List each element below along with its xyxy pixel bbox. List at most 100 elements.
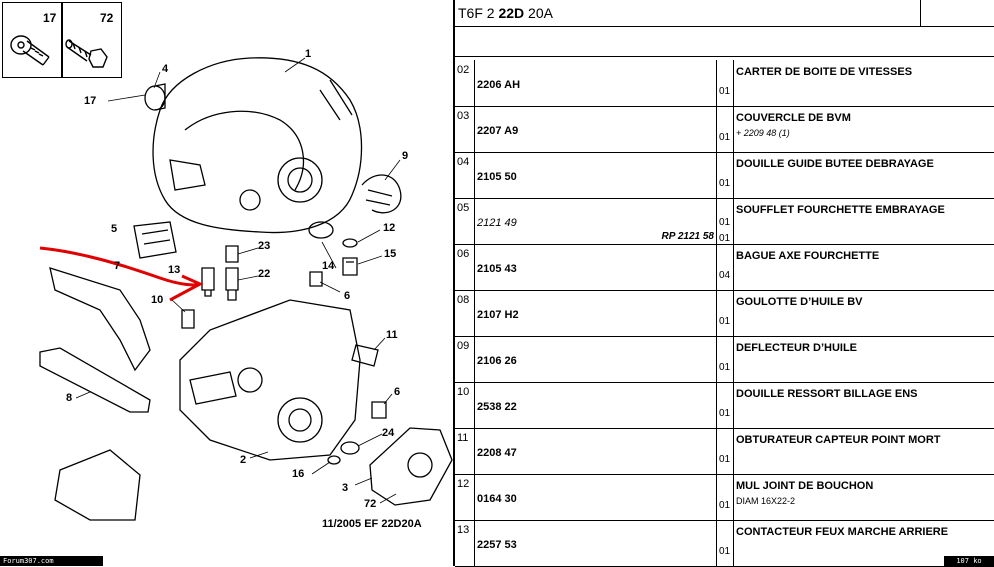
description-cell: DEFLECTEUR D’HUILE [734, 336, 994, 382]
diagram-date-code: 11/2005 EF 22D20A [322, 518, 422, 530]
oil-deflector-drawing [361, 174, 402, 214]
part-reference-cell: 2105 50 [475, 152, 717, 198]
item-number-cell: 04 [455, 152, 475, 198]
part-reference: 2107 H2 [477, 309, 519, 321]
item-number-cell: 12 [455, 474, 475, 520]
part-reference-cell: 2538 22 [475, 382, 717, 428]
part-reference-cell: 0164 30 [475, 474, 717, 520]
lower-casing-drawing [179, 299, 361, 461]
callout-12: 12 [383, 222, 396, 234]
parts-subheader [455, 26, 994, 57]
callout-2: 2 [240, 454, 247, 466]
item-number: 08 [457, 294, 470, 306]
part-description: DEFLECTEUR D’HUILE [736, 342, 857, 354]
description-cell: MUL JOINT DE BOUCHON DIAM 16X22-2 [734, 474, 994, 520]
fastener-thumbnails: 17 72 [2, 2, 122, 78]
thumb-label-72: 72 [98, 11, 116, 25]
callout-8: 8 [66, 392, 73, 404]
part-reference-cell: 2206 AH [475, 60, 717, 106]
item-number-cell: 05 [455, 198, 475, 244]
gearbox-exploded-view [39, 57, 453, 521]
part-reference: 2105 43 [477, 263, 517, 275]
quantity: 01 [719, 546, 731, 557]
plug-16-drawing [327, 455, 341, 465]
callout-7: 7 [114, 260, 121, 272]
fastener-drawings [10, 35, 108, 68]
header-divider [920, 0, 921, 26]
breather-drawing [342, 257, 358, 276]
quantity: 01 [719, 132, 731, 143]
quantity-cell: 01 [717, 382, 734, 428]
item-number: 10 [457, 386, 470, 398]
quantity: 01 [719, 316, 731, 327]
callout-72: 72 [364, 498, 377, 510]
gearbox-code-title: T6F 2 22D 20A [458, 5, 553, 21]
part-description: MUL JOINT DE BOUCHON [736, 480, 874, 492]
part-description: DOUILLE RESSORT BILLAGE ENS [736, 388, 918, 400]
description-cell: COUVERCLE DE BVM+ 2209 48 (1) [734, 106, 994, 152]
item-number: 04 [457, 156, 470, 168]
part-reference: 2121 49 [477, 217, 517, 229]
panel-divider [453, 0, 455, 566]
callout-5: 5 [111, 223, 118, 235]
item-number-cell: 11 [455, 428, 475, 474]
exploded-diagram-panel: 17 72 [0, 0, 453, 566]
part-description: BAGUE AXE FOURCHETTE [736, 250, 880, 262]
description-cell: OBTURATEUR CAPTEUR POINT MORT [734, 428, 994, 474]
quantity: 01 [719, 454, 731, 465]
part-reference-cell: 2208 47 [475, 428, 717, 474]
part-reference: 0164 30 [477, 493, 517, 505]
callout-14: 14 [322, 260, 335, 272]
quantity-cell: 01 [717, 152, 734, 198]
callout-1: 1 [305, 48, 312, 60]
callout-13: 13 [168, 264, 181, 276]
description-cell: BAGUE AXE FOURCHETTE [734, 244, 994, 290]
item-number: 12 [457, 478, 470, 490]
part-reference-cell: 2107 H2 [475, 290, 717, 336]
quantity: 04 [719, 270, 731, 281]
part-reference: 2538 22 [477, 401, 517, 413]
callout-3: 3 [342, 482, 349, 494]
callout-9: 9 [402, 150, 409, 162]
part-reference-cell: 2257 53 [475, 520, 717, 566]
sleeve-23-drawing [225, 245, 239, 263]
item-number: 06 [457, 248, 470, 260]
item-number-cell: 02 [455, 60, 475, 106]
table-row: 13 2257 53 01 CONTACTEUR FEUX MARCHE ARRIER… [455, 520, 994, 567]
item-number-cell: 10 [455, 382, 475, 428]
item-number-cell: 09 [455, 336, 475, 382]
blanking-plug-drawing [351, 344, 379, 367]
gearbox-housing-drawing [152, 57, 363, 234]
quantity-cell: 01 [717, 60, 734, 106]
callout-11: 11 [386, 329, 398, 341]
quantity-cell: 04 [717, 244, 734, 290]
item-number: 02 [457, 64, 470, 76]
part-description: CONTACTEUR FEUX MARCHE ARRIERE [736, 526, 949, 538]
part-reference: 2257 53 [477, 539, 517, 551]
item-number: 13 [457, 524, 470, 536]
oil-channel-drawing [49, 267, 151, 372]
quantity-cell: 01 [717, 336, 734, 382]
quantity: 01 [719, 178, 731, 189]
description-cell: CONTACTEUR FEUX MARCHE ARRIERE [734, 520, 994, 566]
thumb-label-17: 17 [41, 11, 59, 25]
replacement-reference: RP 2121 58 [661, 231, 714, 242]
item-number-cell: 13 [455, 520, 475, 566]
item-number: 05 [457, 202, 470, 214]
red-arrow-head [169, 274, 204, 302]
quantity-cell: 01 [717, 290, 734, 336]
callout-10: 10 [151, 294, 164, 306]
part-description: DOUILLE GUIDE BUTEE DEBRAYAGE [736, 158, 934, 170]
quantity-cell: 01 [717, 428, 734, 474]
quantity-secondary: 01 [719, 233, 731, 244]
part-note: DIAM 16X22-2 [736, 496, 796, 506]
plug-drawing [308, 221, 334, 239]
bush-drawing [309, 271, 323, 287]
